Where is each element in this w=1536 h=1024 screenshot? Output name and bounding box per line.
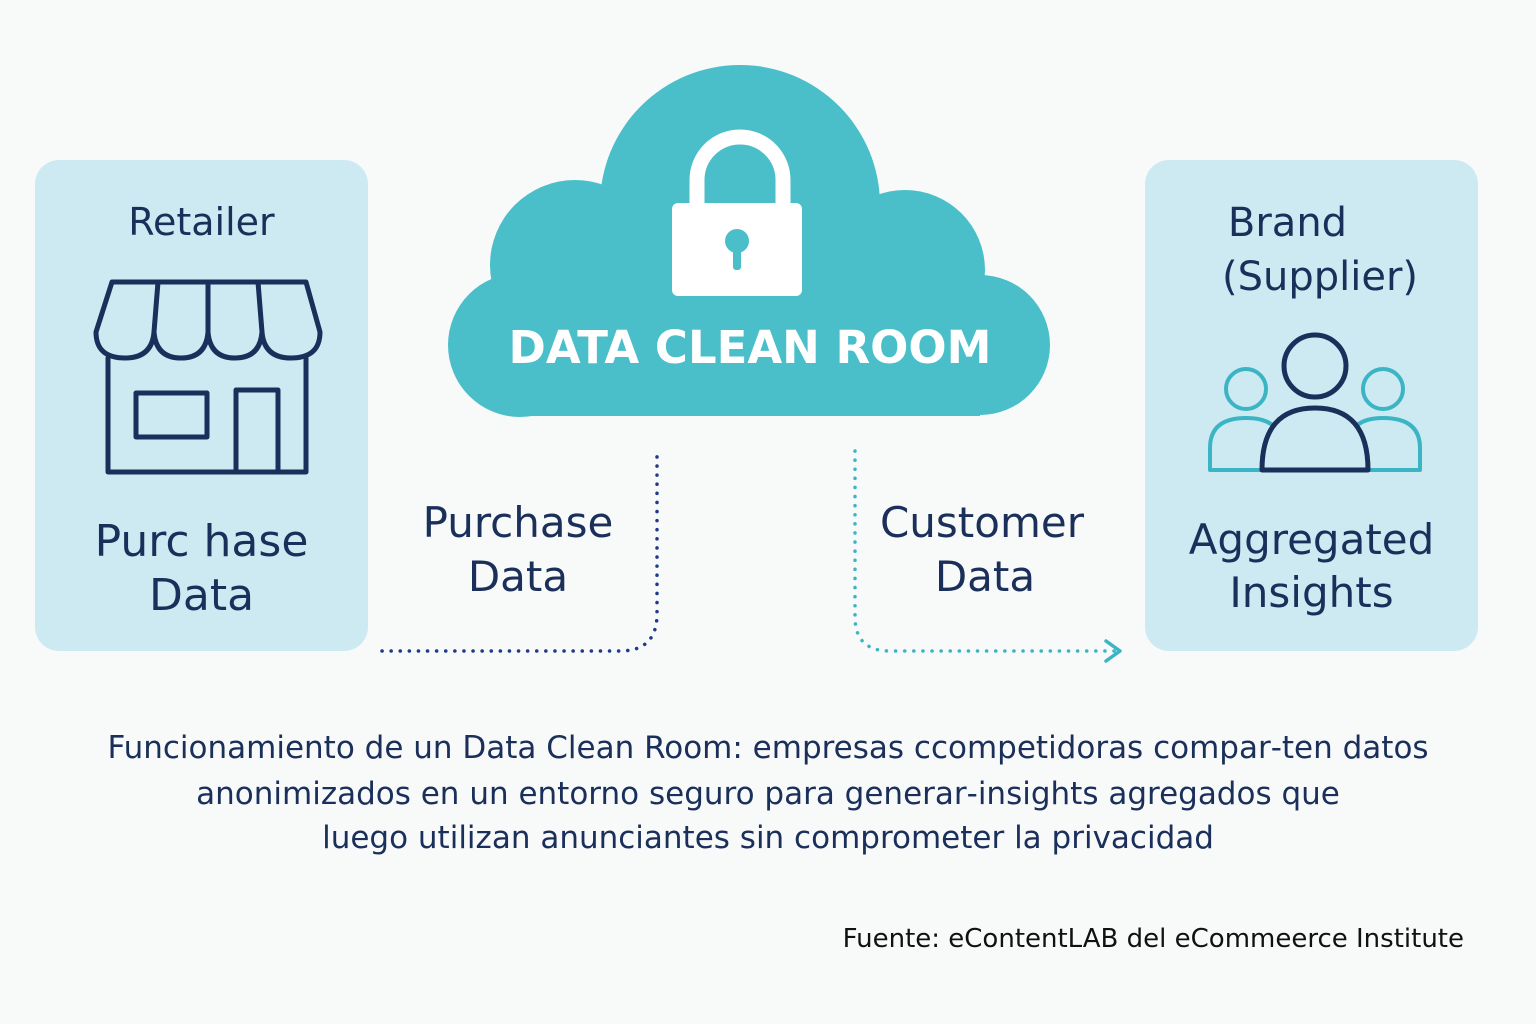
retailer-card — [35, 160, 368, 651]
source-credit: Fuente: eContentLAB del eCommeerce Insti… — [842, 924, 1464, 954]
customer-flow-line — [853, 449, 1118, 653]
brand-card — [1145, 160, 1478, 651]
retailer-title: Retailer — [128, 200, 275, 244]
user-group-icon — [1208, 332, 1422, 473]
caption-line1: Funcionamiento de un Data Clean Room: em… — [107, 730, 1429, 766]
brand-title-line1: Brand — [1227, 200, 1348, 246]
caption-line3: luego utilizan anunciantes sin compromet… — [322, 820, 1214, 856]
flow-right-label-line1: Customer — [879, 498, 1084, 547]
cloud-title: DATA CLEAN ROOM — [508, 321, 992, 374]
flow-left-label-line1: Purchase — [422, 498, 614, 547]
arrow-head-icon — [1104, 639, 1122, 663]
flow-left-label-line2: Data — [467, 552, 569, 601]
purchase-flow-line — [380, 447, 659, 653]
brand-label-line1: Aggregated — [1188, 515, 1435, 564]
brand-title-line2: (Supplier) — [1221, 254, 1418, 300]
padlock-icon — [672, 129, 802, 296]
retailer-label-line1: Purc hase — [94, 516, 309, 567]
storefront-icon — [93, 279, 323, 475]
caption-line2: anonimizados en un entorno seguro para g… — [196, 776, 1340, 812]
brand-label-line2: Insights — [1229, 568, 1394, 617]
retailer-label-line2: Data — [148, 570, 255, 621]
flow-right-label-line2: Data — [934, 552, 1036, 601]
